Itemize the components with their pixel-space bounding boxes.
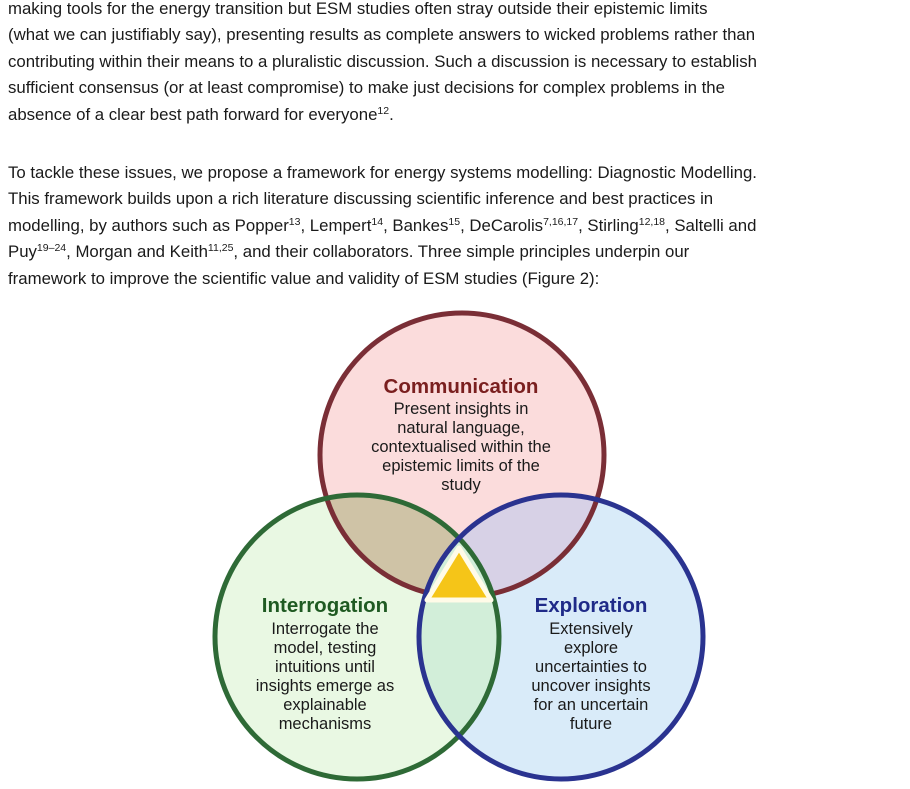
exploration-circle-outline: [416, 492, 706, 782]
exploration-desc-line-4: uncover insights: [531, 677, 650, 695]
text-run: modelling, by authors such as Popper: [8, 215, 289, 235]
paragraph-1: making tools for the energy transition b…: [8, 0, 908, 128]
interrogation-desc-line-6: mechanisms: [279, 715, 372, 733]
paragraph-1-line-5: absence of a clear best path forward for…: [8, 102, 908, 128]
paragraph-1-line-4: sufficient consensus (or at least compro…: [8, 78, 725, 98]
citation-ref: 19–24: [36, 242, 67, 255]
paragraph-1-line-1: making tools for the energy transition b…: [8, 0, 708, 18]
citation-ref: 12,18: [638, 215, 666, 228]
interrogation-desc-line-1: Interrogate the: [271, 620, 378, 638]
communication-desc-line-5: study: [441, 476, 481, 494]
paragraph-2: To tackle these issues, we propose a fra…: [8, 160, 908, 292]
paragraph-2-line-1: To tackle these issues, we propose a fra…: [8, 163, 757, 182]
exploration-desc-line-5: for an uncertain: [534, 696, 649, 714]
overlap-communication-exploration: [419, 495, 604, 597]
communication-desc-line-4: epistemic limits of the: [382, 457, 540, 475]
interrogation-desc-line-5: explainable: [283, 696, 366, 714]
text-run: , Morgan and Keith: [66, 242, 208, 262]
interrogation-desc-line-2: model, testing: [274, 639, 377, 657]
communication-title: Communication: [384, 375, 539, 398]
exploration-title: Exploration: [535, 594, 648, 617]
paragraph-1-line-3: contributing within their means to a plu…: [8, 51, 757, 71]
text-run: Puy: [8, 242, 37, 262]
center-intersection: [424, 545, 494, 603]
citation-ref: 14: [371, 215, 384, 228]
paragraph-2-line-3: modelling, by authors such as Popper13, …: [8, 213, 908, 239]
communication-desc-line-3: contextualised within the: [371, 438, 551, 456]
interrogation-desc-line-4: insights emerge as: [256, 677, 395, 695]
exploration-desc-line-3: uncertainties to: [535, 658, 647, 676]
citation-ref: 11,25: [207, 242, 234, 255]
text-run: , Saltelli and: [665, 215, 757, 235]
text-run: , Lempert: [300, 215, 372, 235]
communication-desc-line-1: Present insights in: [394, 400, 529, 418]
interrogation-title: Interrogation: [262, 594, 388, 617]
citation-ref: 7,16,17: [543, 215, 579, 228]
exploration-desc-line-2: explore: [564, 639, 618, 657]
text-run: , DeCarolis: [460, 215, 544, 235]
interrogation-circle-outline: [212, 492, 502, 782]
paragraph-2-line-2: This framework builds upon a rich litera…: [8, 189, 714, 209]
citation-ref: 13: [288, 215, 301, 228]
paragraph-1-line-2: (what we can justifiably say), presentin…: [8, 25, 756, 45]
text-run: , Stirling: [578, 215, 639, 235]
communication-desc-line-2: natural language,: [397, 419, 525, 437]
exploration-desc-line-1: Extensively: [549, 620, 633, 638]
overlap-communication-interrogation: [320, 495, 499, 597]
citation-ref: 12: [377, 104, 390, 117]
exploration-desc-line-6: future: [570, 715, 612, 733]
paragraph-1-line-5-end: .: [389, 104, 394, 124]
paragraph-2-line-5: framework to improve the scientific valu…: [8, 268, 600, 288]
paragraph-1-line-5-text: absence of a clear best path forward for…: [8, 104, 378, 124]
text-run: , Bankes: [383, 215, 449, 235]
text-run: , and their collaborators. Three simple …: [233, 242, 690, 262]
paragraph-2-line-4: Puy19–24, Morgan and Keith11,25, and the…: [8, 239, 908, 265]
interrogation-desc-line-3: intuitions until: [275, 658, 375, 676]
citation-ref: 15: [448, 215, 461, 228]
